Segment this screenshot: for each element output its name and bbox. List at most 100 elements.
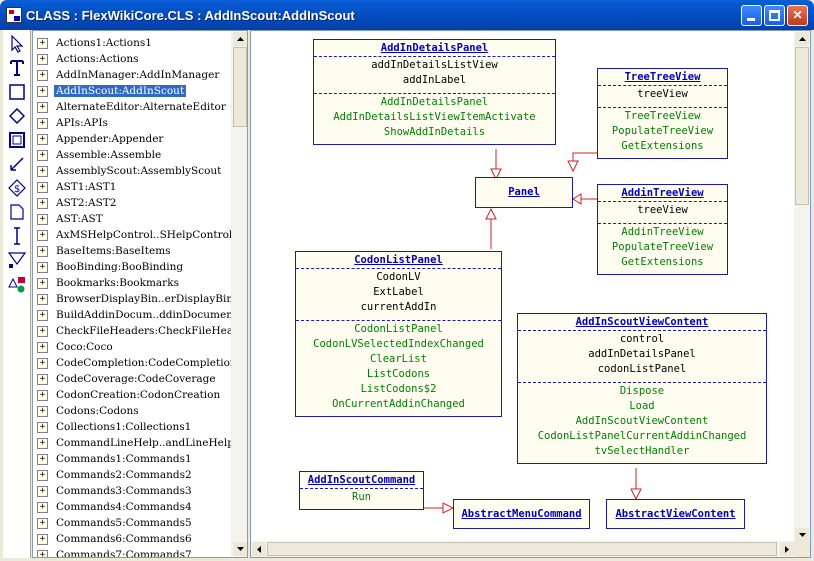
expand-icon[interactable]: + [37,453,48,465]
tree-item[interactable]: +CheckFileHeaders:CheckFileHeaders [37,323,247,339]
tree-item[interactable]: +CodeCoverage:CodeCoverage [37,371,233,387]
class-box-panel[interactable]: Panel [475,177,573,208]
diagram-horizontal-scrollbar[interactable] [251,541,796,557]
expand-icon[interactable]: + [37,261,48,273]
box-icon[interactable] [7,130,27,150]
expand-icon[interactable]: + [37,469,48,481]
expand-icon[interactable]: + [37,309,48,321]
expand-icon[interactable]: + [37,85,48,97]
page-icon[interactable] [7,202,27,222]
scroll-up-button[interactable] [233,32,247,46]
expand-icon[interactable]: + [37,165,48,177]
tree-item[interactable]: +Actions1:Actions1 [37,35,233,51]
expand-icon[interactable]: + [37,101,48,113]
tree-item[interactable]: +Commands7:Commands7 [37,547,233,557]
text-icon[interactable] [7,58,27,78]
scroll-down-button[interactable] [795,528,809,542]
tree-item[interactable]: +AST2:AST2 [37,195,233,211]
scroll-up-button[interactable] [795,32,809,46]
expand-icon[interactable]: + [37,341,48,353]
tree-item[interactable]: +BuildAddinDocum..ddinDocumentat [37,307,247,323]
expand-icon[interactable]: + [37,485,48,497]
expand-icon[interactable]: + [37,53,48,65]
app-icon[interactable] [6,7,22,23]
close-button[interactable]: ✕ [787,5,808,26]
tree-item[interactable]: +APIs:APIs [37,115,233,131]
expand-icon[interactable]: + [37,117,48,129]
scroll-down-button[interactable] [233,542,247,556]
tree-item[interactable]: +Commands3:Commands3 [37,483,233,499]
class-box-abstract-menu-command[interactable]: AbstractMenuCommand [453,499,590,529]
expand-icon[interactable]: + [37,197,48,209]
expand-icon[interactable]: + [37,501,48,513]
minimize-button[interactable] [741,5,762,26]
line-icon[interactable] [7,154,27,174]
expand-icon[interactable]: + [37,549,48,557]
tree-item[interactable]: +AssemblyScout:AssemblyScout [37,163,233,179]
expand-icon[interactable]: + [37,69,48,81]
expand-icon[interactable]: + [37,149,48,161]
tree-scroll-thumb[interactable] [233,47,247,127]
expand-icon[interactable]: + [37,533,48,545]
tree-item[interactable]: +BaseItems:BaseItems [37,243,233,259]
rectangle-icon[interactable] [7,82,27,102]
tree-item[interactable]: +AxMSHelpControl..SHelpControls [37,227,238,243]
tree-item[interactable]: +CodonCreation:CodonCreation [37,387,233,403]
tree-item[interactable]: +Commands6:Commands6 [37,531,233,547]
expand-icon[interactable]: + [37,245,48,257]
tree-item[interactable]: +Commands4:Commands4 [37,499,233,515]
diagram-scroll-thumb[interactable] [795,47,809,205]
diagram-hscroll-thumb[interactable] [267,542,777,556]
maximize-button[interactable] [764,5,785,26]
expand-icon[interactable]: + [37,213,48,225]
arrow-icon[interactable] [7,250,27,270]
cursor-icon[interactable] [7,226,27,246]
tree-item[interactable]: +AST:AST [37,211,233,227]
tree-item[interactable]: +Collections1:Collections1 [37,419,233,435]
expand-icon[interactable]: + [37,421,48,433]
expand-icon[interactable]: + [37,181,48,193]
tree-item[interactable]: +Commands2:Commands2 [37,467,233,483]
tree-item[interactable]: +Bookmarks:Bookmarks [37,275,233,291]
scroll-left-button[interactable] [252,542,266,556]
expand-icon[interactable]: + [37,517,48,529]
tree-item[interactable]: +BooBinding:BooBinding [37,259,233,275]
tree-vertical-scrollbar[interactable] [231,31,247,557]
diamond-icon[interactable] [7,106,27,126]
class-box-abstract-view-content[interactable]: AbstractViewContent [606,499,745,529]
dollar-icon[interactable]: $ [7,178,27,198]
tree-item[interactable]: +CodeCompletion:CodeCompletion [37,355,237,371]
expand-icon[interactable]: + [37,389,48,401]
expand-icon[interactable]: + [37,133,48,145]
tree-item[interactable]: +Commands5:Commands5 [37,515,233,531]
expand-icon[interactable]: + [37,373,48,385]
diagram-vertical-scrollbar[interactable] [794,31,810,543]
tree-item[interactable]: +Codons:Codons [37,403,233,419]
tree-item[interactable]: +Commands1:Commands1 [37,451,233,467]
tree-item[interactable]: +CommandLineHelp..andLineHelper [37,435,245,451]
tree-item[interactable]: +Appender:Appender [37,131,233,147]
tree-item[interactable]: +AlternateEditor:AlternateEditor [37,99,233,115]
scroll-right-button[interactable] [780,542,794,556]
tree-item[interactable]: +Actions:Actions [37,51,233,67]
expand-icon[interactable]: + [37,325,48,337]
expand-icon[interactable]: + [37,229,48,241]
expand-icon[interactable]: + [37,357,48,369]
shapes-icon[interactable] [7,274,27,294]
expand-icon[interactable]: + [37,437,48,449]
tree-item[interactable]: +AddInScout:AddInScout [37,83,233,99]
tree-item[interactable]: +BrowserDisplayBin..erDisplayBindin [37,291,247,307]
expand-icon[interactable]: + [37,37,48,49]
expand-icon[interactable]: + [37,277,48,289]
expand-icon[interactable]: + [37,405,48,417]
pointer-icon[interactable] [7,34,27,54]
tree-item[interactable]: +AST1:AST1 [37,179,233,195]
tree-item[interactable]: +Coco:Coco [37,339,233,355]
tree-item[interactable]: +Assemble:Assemble [37,147,233,163]
